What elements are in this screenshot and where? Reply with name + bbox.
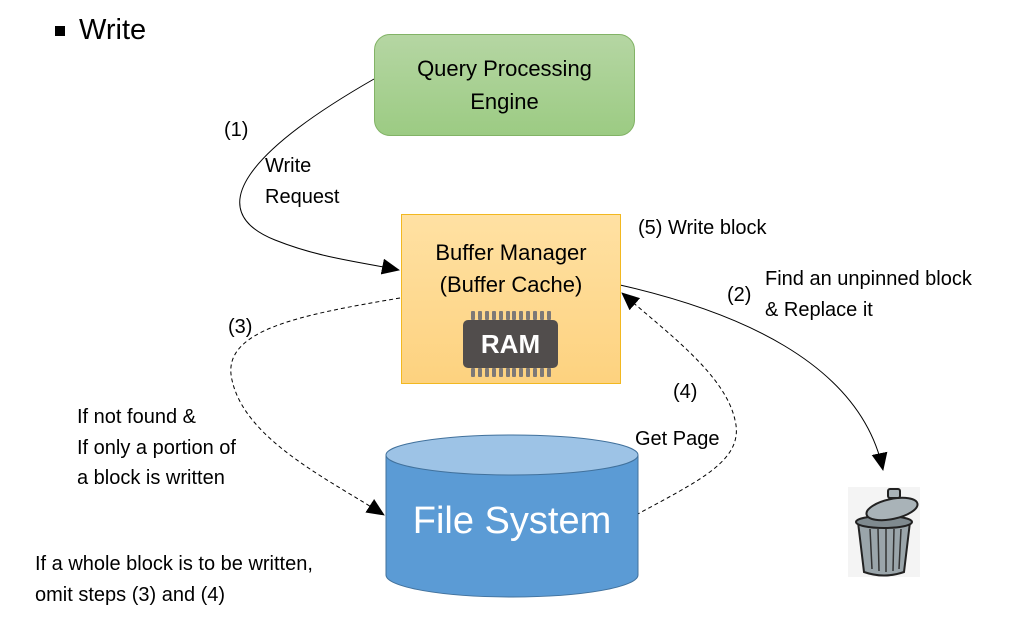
step4-label: Get Page — [635, 428, 720, 450]
edge-write-request — [239, 78, 400, 275]
step2-number: (2) — [727, 284, 752, 306]
step2-label-line2: & Replace it — [765, 299, 873, 321]
file-system-label: File System — [412, 500, 612, 542]
trash-can-icon — [848, 487, 920, 577]
title-text: Write — [79, 14, 147, 46]
step4-number: (4) — [673, 381, 698, 403]
step3-label-line2: If only a portion of — [77, 437, 236, 459]
query-processing-engine-node: Query Processing Engine — [374, 34, 635, 136]
buffer-manager-label: Buffer Manager — [435, 240, 587, 265]
ram-label: RAM — [463, 320, 558, 368]
step1-number: (1) — [224, 119, 249, 141]
bullet-icon — [55, 25, 65, 36]
edge-get-page — [621, 292, 737, 516]
step3-label-line1: If not found & — [77, 406, 196, 428]
ram-chip-icon: RAM — [463, 311, 558, 377]
step5-label: (5) Write block — [638, 217, 767, 239]
query-engine-label: Query Processing Engine — [417, 56, 592, 114]
edge-read-from-disk — [230, 297, 401, 516]
step3-label-line3: a block is written — [77, 467, 225, 489]
step3-number: (3) — [228, 316, 253, 338]
edge-replace-block — [619, 284, 888, 471]
note-line1: If a whole block is to be written, — [35, 553, 313, 575]
buffer-cache-label: (Buffer Cache) — [439, 272, 583, 297]
file-system-cylinder — [385, 434, 639, 598]
step2-label-line1: Find an unpinned block — [765, 268, 972, 290]
slide-title: Write — [55, 14, 146, 47]
note-line2: omit steps (3) and (4) — [35, 584, 226, 606]
step1-label-line1: Write — [265, 155, 312, 177]
step1-label-line2: Request — [265, 186, 340, 208]
